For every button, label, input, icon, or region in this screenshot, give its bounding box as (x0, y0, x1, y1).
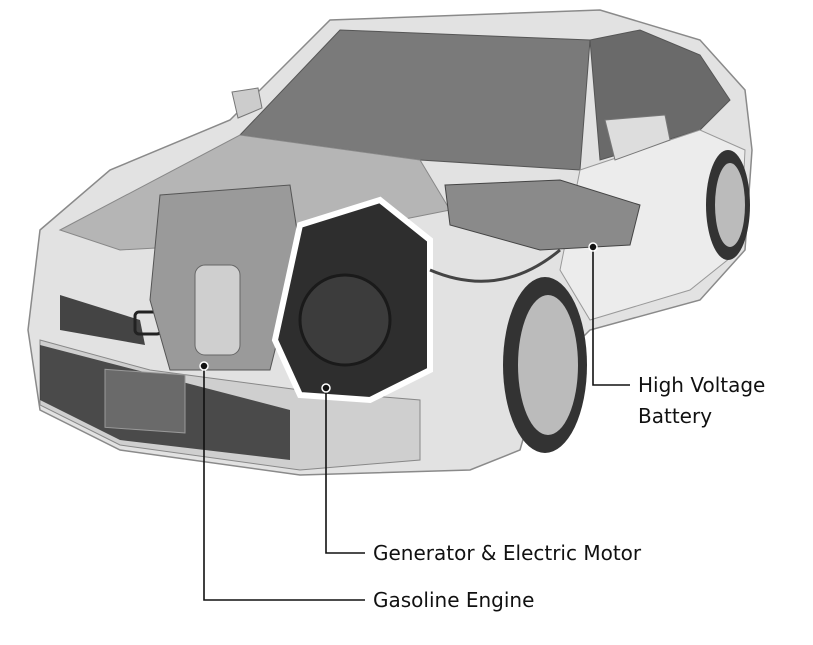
gasoline-engine-graphic (149, 184, 301, 371)
motor-leader-line (325, 388, 365, 554)
engine-label: Gasoline Engine (373, 588, 535, 612)
electric-motor-graphic (271, 196, 433, 404)
engine-callout-dot (199, 361, 209, 371)
battery-callout-dot (588, 242, 598, 252)
battery-label-line1: High Voltage (638, 373, 766, 397)
battery-leader-line (592, 247, 630, 386)
battery-label-line2: Battery (638, 404, 713, 428)
motor-callout-dot (321, 383, 331, 393)
battery-graphic (429, 179, 641, 283)
engine-leader-line (203, 366, 365, 601)
motor-label: Generator & Electric Motor (373, 541, 642, 565)
